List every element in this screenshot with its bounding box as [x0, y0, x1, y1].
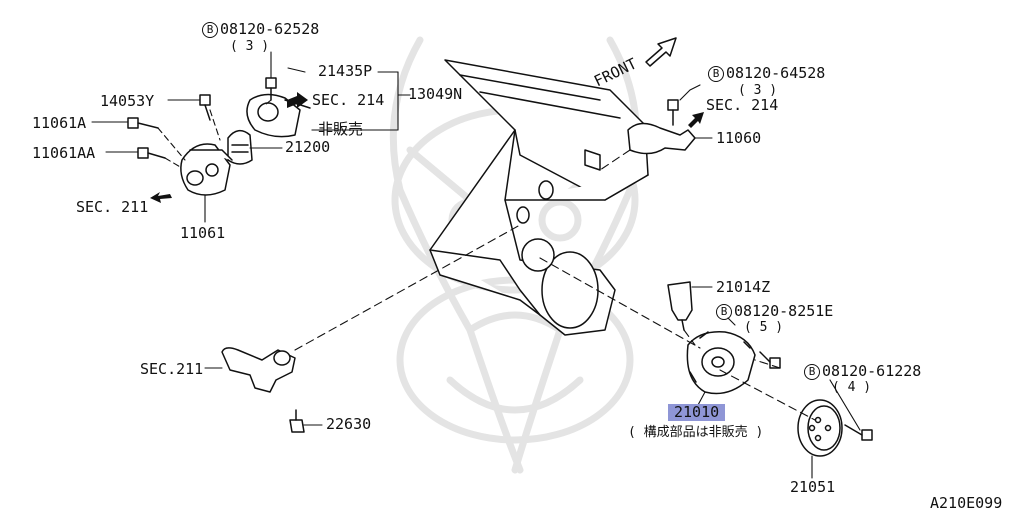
part-11061a[interactable]: 11061A	[32, 114, 87, 132]
not-sold-label: 非販売	[318, 120, 364, 138]
qty-61228: ( 4 )	[832, 380, 872, 395]
bolt-symbol: B	[716, 304, 732, 320]
part-14053y[interactable]: 14053Y	[100, 92, 155, 110]
part-21051[interactable]: 21051	[790, 478, 836, 496]
part-11061[interactable]: 11061	[180, 224, 226, 242]
diagram-code: A210E099	[930, 494, 1003, 512]
thermostat-housing	[180, 143, 233, 196]
part-21435p[interactable]: 21435P	[318, 62, 373, 80]
gasket-bottle	[667, 281, 693, 331]
sec-211-left[interactable]: SEC.211	[140, 360, 204, 378]
thermostat	[227, 129, 253, 165]
part-11060[interactable]: 11060	[716, 129, 762, 147]
part-21200[interactable]: 21200	[285, 138, 331, 156]
sec-214-right[interactable]: SEC. 214	[706, 96, 779, 114]
bypass-pipe	[627, 99, 696, 155]
leader-lines	[91, 51, 861, 479]
bolt-symbol: B	[202, 22, 218, 38]
sec-arrows	[150, 92, 704, 203]
temp-sensor	[289, 409, 305, 433]
sec-211-top[interactable]: SEC. 211	[76, 198, 149, 216]
engine-block	[429, 59, 649, 336]
water-outlet	[246, 93, 311, 138]
sec-214-top[interactable]: SEC. 214	[312, 91, 385, 109]
qty-64528: ( 3 )	[738, 83, 778, 98]
bolt-number: 08120-62528	[220, 20, 320, 38]
part-21014z[interactable]: 21014Z	[716, 278, 771, 296]
water-pump-shape	[686, 331, 756, 395]
part-21010-note: ( 構成部品は非販売 )	[628, 425, 764, 440]
water-inlet	[221, 347, 296, 393]
part-13049n[interactable]: 13049N	[408, 85, 463, 103]
bolt-group-top-left	[127, 77, 277, 159]
bolt-number: 08120-8251E	[734, 302, 834, 320]
bolt-symbol: B	[708, 66, 724, 82]
front-arrow	[645, 37, 677, 67]
part-22630[interactable]: 22630	[326, 415, 372, 433]
bolt-number: 08120-61228	[822, 362, 922, 380]
pulley-shape	[797, 399, 843, 457]
bolt-number: 08120-64528	[726, 64, 826, 82]
bolt-symbol: B	[804, 364, 820, 380]
qty-8251e: ( 5 )	[744, 320, 784, 335]
dashed-centerlines	[294, 149, 816, 421]
dashed-leaders-top-left	[157, 99, 272, 169]
part-11061aa[interactable]: 11061AA	[32, 144, 96, 162]
qty-62528: ( 3 )	[230, 39, 270, 54]
part-21010-highlighted[interactable]: 21010	[668, 404, 726, 421]
